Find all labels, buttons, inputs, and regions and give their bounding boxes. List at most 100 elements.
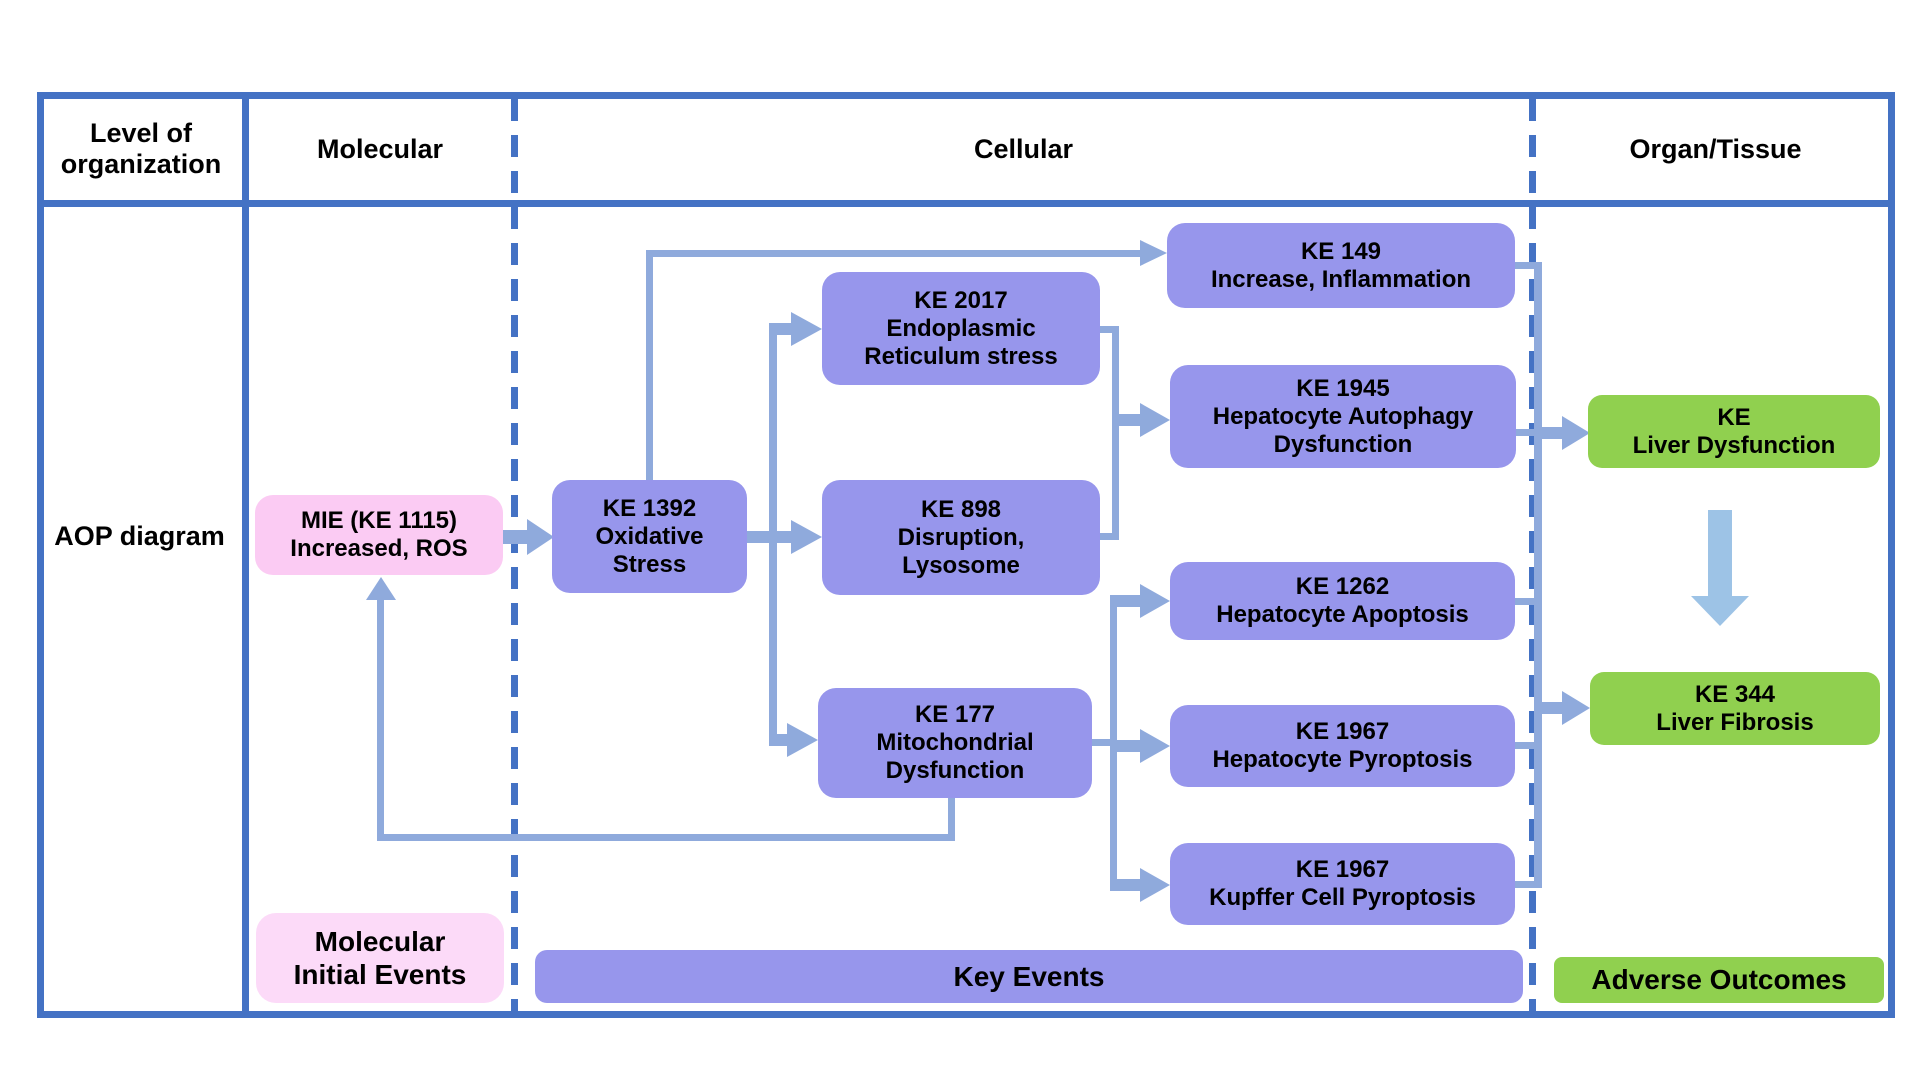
column-divider-dashed-cellular-organ	[1529, 99, 1536, 1011]
header-cellular-label: Cellular	[973, 133, 1074, 164]
connector-into-ke2017-shaft	[769, 323, 791, 335]
connector-ke1945-stub	[1516, 429, 1542, 436]
header-molecular: Molecular	[249, 99, 511, 199]
node-ke1945-line1: KE 1945	[1296, 374, 1390, 402]
feedback-vertical-left	[377, 598, 384, 841]
header-level-of-organization-label: Level of organization	[60, 118, 222, 179]
connector-mie-to-ke1392-shaft	[503, 530, 527, 544]
arrowhead-into-ke1945-icon	[1140, 403, 1170, 437]
node-ke898-line1: KE 898	[920, 495, 1002, 523]
node-liver-dysfunction-line1: KE	[1717, 403, 1751, 431]
arrowhead-into-ke177-icon	[787, 723, 818, 757]
node-mie-line2: Increased, ROS	[290, 535, 468, 562]
node-ke1967-kupffer-line1: KE 1967	[1295, 856, 1390, 883]
big-down-arrow-head-icon	[1691, 596, 1749, 626]
node-mie-line1: MIE (KE 1115)	[300, 507, 458, 534]
node-liver-fibrosis-line2: Liver Fibrosis	[1656, 708, 1814, 736]
node-ke149-line1: KE 149	[1300, 237, 1382, 265]
connector-into-liver-dysfunction-shaft	[1534, 427, 1562, 439]
connector-into-ke1967-hepatocyte-shaft	[1110, 740, 1140, 752]
feedback-vertical-right	[948, 798, 955, 841]
header-organ-tissue: Organ/Tissue	[1536, 99, 1895, 199]
node-ke149: KE 149 Increase, Inflammation	[1167, 223, 1515, 308]
arrowhead-into-ke1262-icon	[1140, 584, 1170, 618]
node-liver-fibrosis: KE 344 Liver Fibrosis	[1590, 672, 1880, 745]
connector-ke149-stub	[1515, 262, 1541, 269]
header-cellular: Cellular	[518, 99, 1529, 199]
arrowhead-into-liver-dysfunction-icon	[1562, 416, 1590, 450]
header-separator-line	[37, 200, 1895, 207]
legend-adverse-outcomes: Adverse Outcomes	[1554, 957, 1884, 1003]
connector-into-ke177-shaft	[769, 734, 787, 746]
node-ke1392-line3: Stress	[612, 550, 687, 578]
node-ke2017: KE 2017 Endoplasmic Reticulum stress	[822, 272, 1100, 385]
arrowhead-mie-to-ke1392-icon	[527, 519, 554, 555]
arrowhead-into-ke1967-kupffer-icon	[1140, 868, 1170, 902]
column-divider-solid	[242, 92, 249, 1018]
node-liver-dysfunction-line2: Liver Dysfunction	[1632, 431, 1836, 459]
arrowhead-into-ke149-icon	[1140, 240, 1167, 266]
node-ke1392-line2: Oxidative	[595, 522, 704, 550]
node-ke1262-line1: KE 1262	[1295, 573, 1390, 600]
connector-into-ke1262-shaft	[1110, 595, 1140, 607]
row-label-aop-diagram: AOP diagram	[37, 518, 242, 554]
connector-ke1967-hepatocyte-stub	[1515, 742, 1541, 749]
node-ke1945: KE 1945 Hepatocyte Autophagy Dysfunction	[1170, 365, 1516, 468]
node-liver-dysfunction: KE Liver Dysfunction	[1588, 395, 1880, 468]
node-ke2017-line3: Reticulum stress	[864, 342, 1058, 370]
connector-to-ke149-line	[646, 250, 1140, 257]
node-ke177-line2: Mitochondrial	[876, 729, 1034, 756]
node-ke1967-hepatocyte-line2: Hepatocyte Pyroptosis	[1212, 746, 1473, 773]
arrowhead-into-ke1967-hepatocyte-icon	[1140, 729, 1170, 763]
connector-ke2017-stub	[1100, 326, 1119, 333]
arrowhead-into-liver-fibrosis-icon	[1562, 691, 1590, 725]
connector-bracket3-vertical	[1534, 262, 1542, 888]
legend-adverse-outcomes-label: Adverse Outcomes	[1591, 964, 1847, 995]
node-ke1967-hepatocyte: KE 1967 Hepatocyte Pyroptosis	[1170, 705, 1515, 787]
node-ke1392: KE 1392 Oxidative Stress	[552, 480, 747, 593]
header-molecular-label: Molecular	[316, 133, 444, 164]
node-ke149-line2: Increase, Inflammation	[1210, 265, 1472, 293]
feedback-horizontal	[377, 834, 955, 841]
legend-key-events: Key Events	[535, 950, 1523, 1003]
big-down-arrow-shaft	[1708, 510, 1732, 596]
arrowhead-into-ke2017-icon	[791, 312, 822, 346]
aop-diagram-label: AOP diagram	[54, 520, 225, 551]
legend-mie-line1: Molecular	[314, 926, 446, 957]
connector-into-liver-fibrosis-shaft	[1534, 702, 1562, 714]
node-ke1392-line1: KE 1392	[602, 494, 697, 522]
node-ke898: KE 898 Disruption, Lysosome	[822, 480, 1100, 595]
node-ke1967-hepatocyte-line1: KE 1967	[1295, 718, 1390, 745]
connector-ke1392-up-line	[646, 250, 653, 480]
node-ke1262-line2: Hepatocyte Apoptosis	[1216, 601, 1469, 628]
connector-ke1392-to-ke898-shaft	[747, 531, 791, 543]
legend-key-events-label: Key Events	[953, 960, 1105, 992]
table-frame	[37, 92, 1895, 1018]
connector-ke898-stub	[1100, 533, 1119, 540]
header-level-of-organization: Level of organization	[42, 99, 240, 199]
connector-ke1262-stub	[1515, 598, 1541, 605]
node-ke1945-line2: Hepatocyte Autophagy	[1212, 402, 1474, 430]
arrowhead-into-ke898-icon	[791, 520, 822, 554]
node-ke2017-line2: Endoplasmic	[886, 314, 1036, 342]
connector-ke177-stub	[1092, 739, 1117, 746]
column-divider-dashed-molecular-cellular	[511, 99, 518, 1011]
connector-ke1967-kupffer-stub	[1515, 881, 1541, 888]
header-organ-tissue-label: Organ/Tissue	[1629, 133, 1802, 164]
node-ke1967-kupffer: KE 1967 Kupffer Cell Pyroptosis	[1170, 843, 1515, 925]
node-ke1967-kupffer-line2: Kupffer Cell Pyroptosis	[1209, 884, 1476, 911]
node-ke1945-line3: Dysfunction	[1273, 430, 1413, 458]
legend-molecular-initial-events: Molecular Initial Events	[256, 913, 504, 1003]
node-ke898-line3: Lysosome	[902, 551, 1020, 579]
node-ke177-line3: Dysfunction	[885, 757, 1025, 784]
connector-bracket1-vertical	[1112, 326, 1119, 540]
node-ke898-line2: Disruption,	[897, 523, 1025, 551]
node-ke1262: KE 1262 Hepatocyte Apoptosis	[1170, 562, 1515, 640]
node-ke177: KE 177 Mitochondrial Dysfunction	[818, 688, 1092, 798]
node-mie: MIE (KE 1115) Increased, ROS	[255, 495, 503, 575]
legend-mie-line2: Initial Events	[293, 959, 467, 990]
connector-into-ke1945-shaft	[1112, 414, 1140, 426]
node-liver-fibrosis-line1: KE 344	[1694, 680, 1776, 708]
node-ke177-line1: KE 177	[914, 701, 996, 728]
